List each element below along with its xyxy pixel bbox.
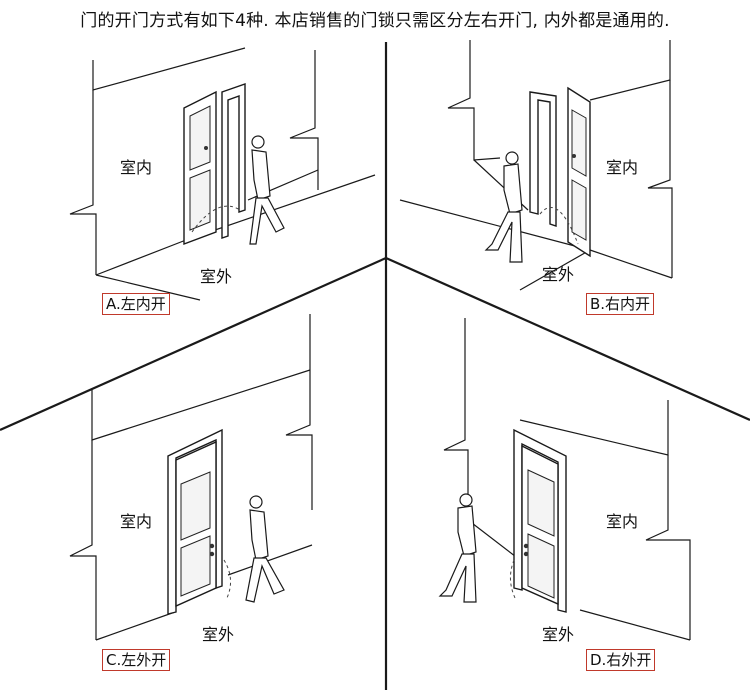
panel-b-outdoor-label: 室外 — [542, 265, 575, 284]
panel-d-tag: D.右外开 — [586, 649, 656, 671]
divider-left-diagonal — [0, 256, 387, 432]
panel-d-drawing — [438, 318, 691, 641]
panel-d-outdoor-label: 室外 — [542, 625, 575, 644]
caption: 门的开门方式有如下4种. 本店销售的门锁只需区分左右开门, 内外都是通用的. — [80, 11, 670, 31]
panel-d-indoor-label: 室内 — [606, 512, 639, 531]
panel-b-drawing — [399, 40, 673, 291]
panel-c-outdoor-label: 室外 — [202, 625, 235, 644]
panel-b-tag: B.右内开 — [586, 293, 655, 315]
panel-a-indoor-label: 室内 — [120, 158, 153, 177]
panel-b-indoor-label: 室内 — [606, 158, 639, 177]
panel-c-tag: C.左外开 — [102, 649, 171, 671]
panel-c-person — [245, 495, 285, 603]
panel-a-drawing — [69, 47, 376, 301]
panel-c-drawing — [69, 314, 313, 641]
panel-c-indoor-label: 室内 — [120, 512, 153, 531]
panel-a-person — [249, 135, 285, 245]
panel-a-tag: A.左内开 — [102, 293, 170, 315]
divider-right-diagonal — [385, 256, 750, 422]
panel-d-person — [438, 493, 477, 603]
panel-a-outdoor-label: 室外 — [200, 267, 233, 286]
panel-b-person — [484, 151, 523, 263]
